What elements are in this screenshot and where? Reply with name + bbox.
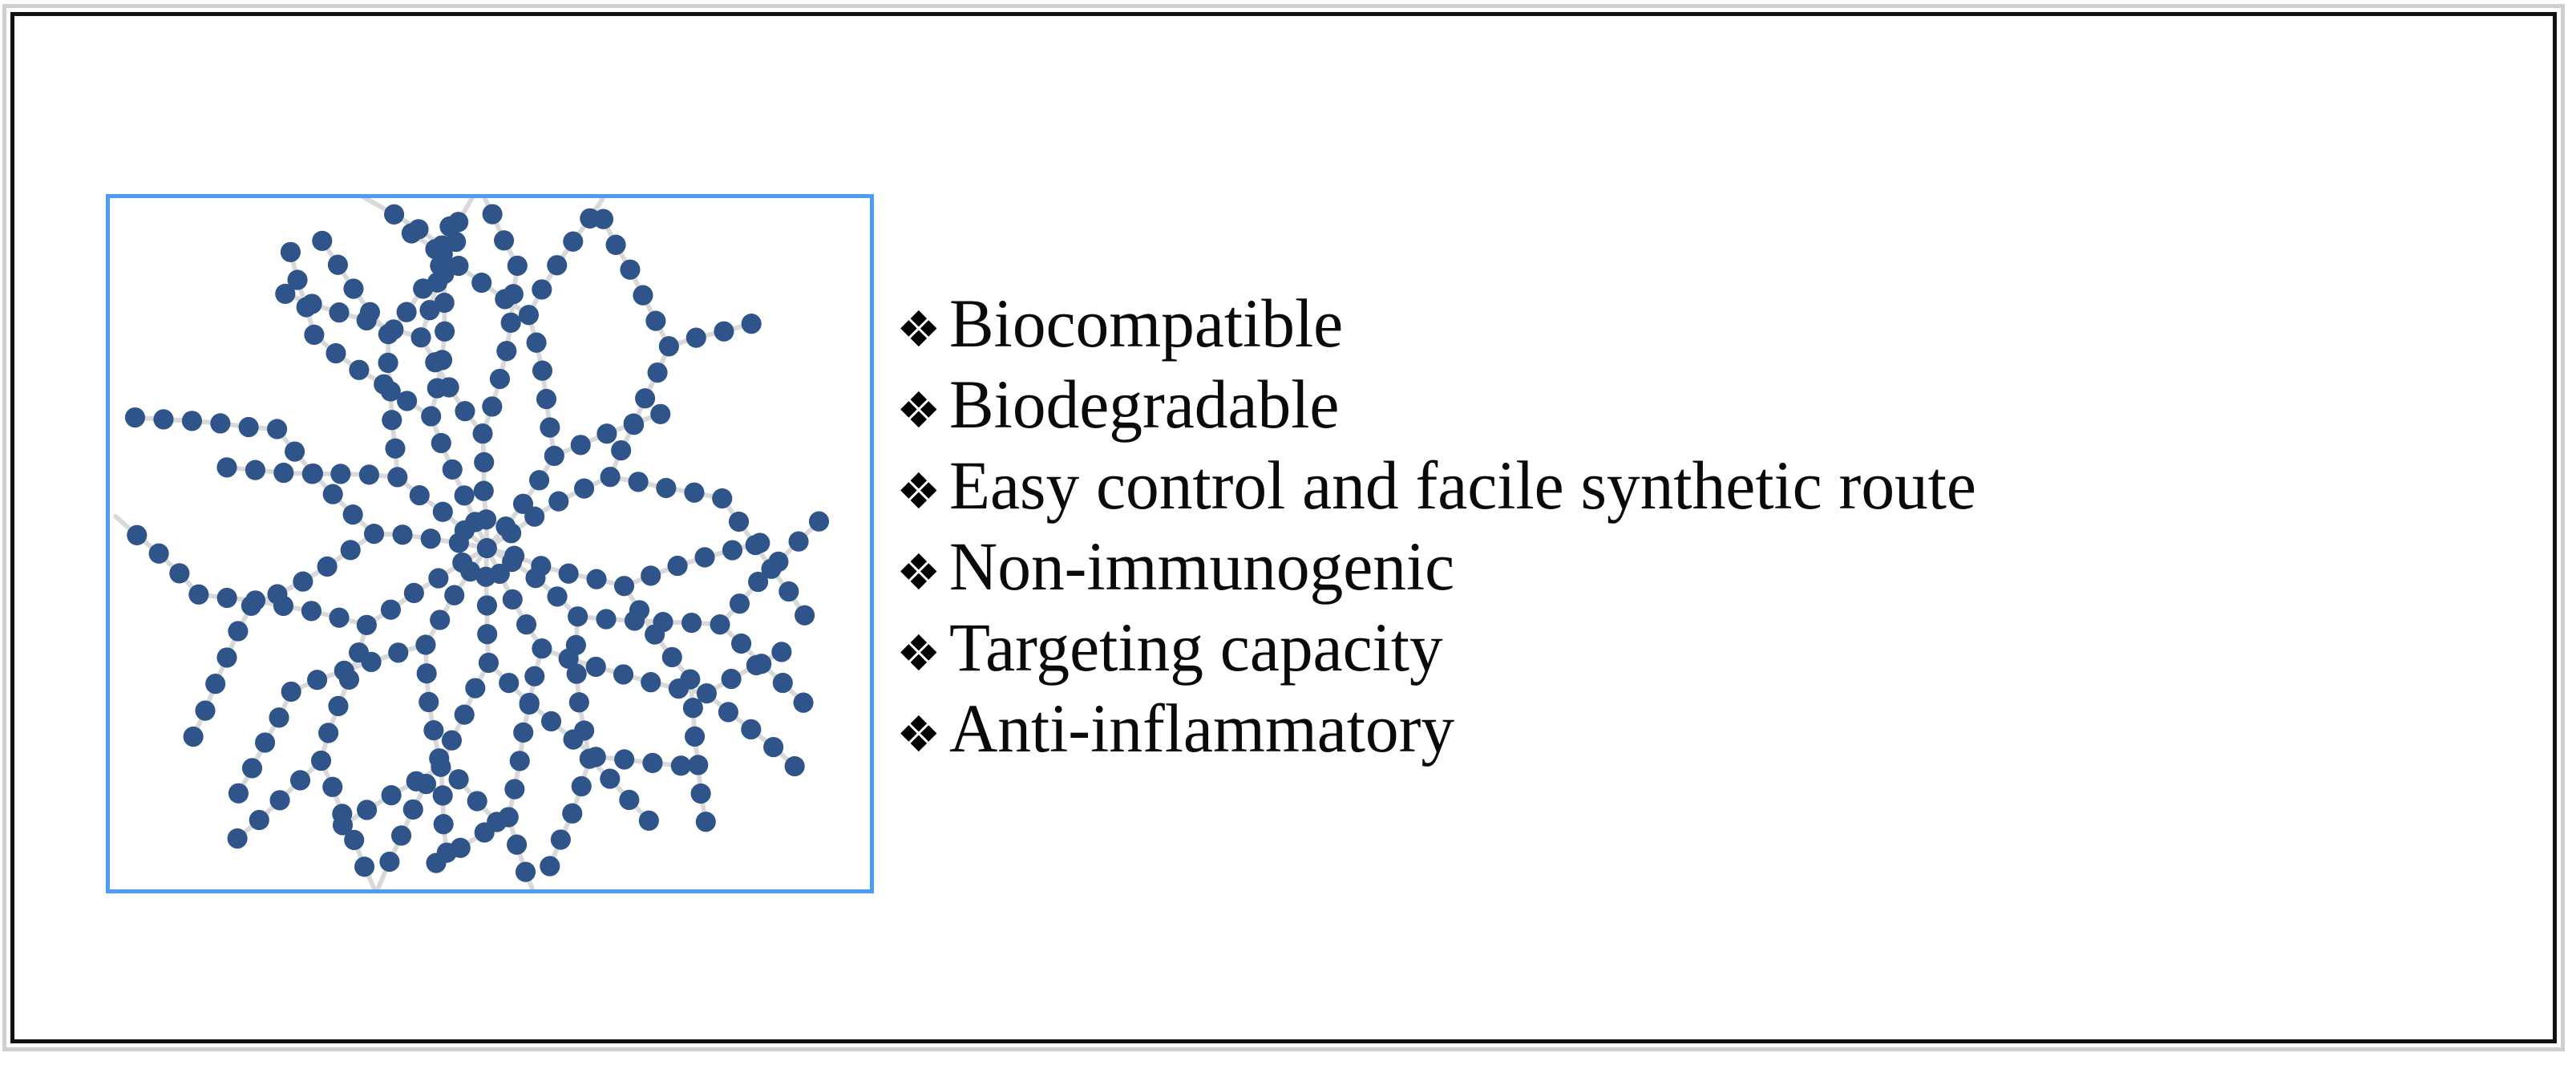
dendrimer-illustration-panel xyxy=(106,194,874,893)
diamond-bullet-icon: ❖ xyxy=(896,543,941,601)
feature-label-anti-inflammatory: Anti-inflammatory xyxy=(949,690,1455,767)
list-item: ❖ Biodegradable xyxy=(896,370,2339,451)
feature-label-non-immunogenic: Non-immunogenic xyxy=(949,528,1455,605)
feature-list: ❖ Biocompatible ❖ Biodegradable ❖ Easy c… xyxy=(896,289,2339,775)
diamond-bullet-icon: ❖ xyxy=(896,624,941,682)
list-item: ❖ Targeting capacity xyxy=(896,613,2339,694)
dendrimer-nodes xyxy=(124,204,830,882)
dendrimer-diagram xyxy=(113,198,830,889)
list-item: ❖ Easy control and facile synthetic rout… xyxy=(896,451,2339,532)
feature-label-easy-control: Easy control and facile synthetic route xyxy=(949,447,1976,524)
list-item: ❖ Biocompatible xyxy=(896,289,2339,370)
slide-frame: ❖ Biocompatible ❖ Biodegradable ❖ Easy c… xyxy=(6,8,2561,1047)
diamond-bullet-icon: ❖ xyxy=(896,381,941,439)
slide-frame-inner: ❖ Biocompatible ❖ Biodegradable ❖ Easy c… xyxy=(10,12,2557,1043)
feature-label-targeting-capacity: Targeting capacity xyxy=(949,609,1443,686)
diamond-bullet-icon: ❖ xyxy=(896,300,941,358)
diamond-bullet-icon: ❖ xyxy=(896,462,941,520)
list-item: ❖ Anti-inflammatory xyxy=(896,694,2339,775)
diamond-bullet-icon: ❖ xyxy=(896,705,941,763)
feature-label-biocompatible: Biocompatible xyxy=(949,285,1344,362)
list-item: ❖ Non-immunogenic xyxy=(896,532,2339,613)
feature-label-biodegradable: Biodegradable xyxy=(949,366,1340,443)
